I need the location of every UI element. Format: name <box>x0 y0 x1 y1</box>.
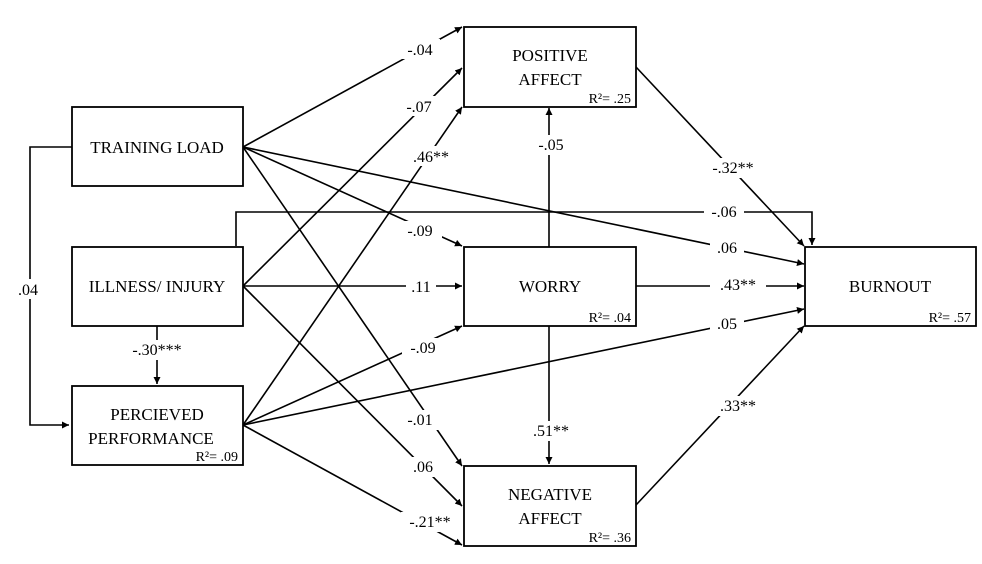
path-illness-to-burnout <box>235 211 816 246</box>
node-label: ILLNESS/ INJURY <box>89 277 225 296</box>
r-squared: R²= .09 <box>196 450 238 465</box>
node-label: BURNOUT <box>849 277 932 296</box>
node-illness-injury: ILLNESS/ INJURY <box>71 246 244 327</box>
coef-training-load-perceived-performance: .04 <box>18 282 38 299</box>
node-label-line-1: POSITIVE <box>512 46 588 65</box>
node-perceived-performance: PERCIEVED PERFORMANCE R²= .09 <box>71 385 244 466</box>
coefficients-layer: .04 -.30*** -.04 -.07 .46** -.09 .11 -.0… <box>14 39 766 532</box>
coef-perceived-performance-positive-affect: .46** <box>413 149 449 166</box>
r-squared: R²= .25 <box>589 92 631 107</box>
node-label-line-2: PERFORMANCE <box>88 429 214 448</box>
coef-perceived-performance-negative-affect: -.21** <box>409 514 450 531</box>
coef-worry-burnout: .43** <box>720 277 756 294</box>
coef-illness-worry: .11 <box>411 279 430 296</box>
coef-training-load-burnout: .06 <box>717 240 737 257</box>
path-positive-affect-to-burnout <box>635 66 805 247</box>
node-label-line-2: AFFECT <box>518 509 582 528</box>
coef-negative-affect-burnout: .33** <box>720 398 756 415</box>
node-training-load: TRAINING LOAD <box>71 106 244 187</box>
node-label-line-1: NEGATIVE <box>508 485 592 504</box>
coef-illness-perceived-performance: -.30*** <box>132 342 181 359</box>
r-squared: R²= .04 <box>589 311 631 326</box>
coef-illness-positive-affect: -.07 <box>406 99 431 116</box>
coef-positive-affect-burnout: -.32** <box>712 160 753 177</box>
coef-worry-positive-affect: -.05 <box>538 137 563 154</box>
coef-worry-negative-affect: .51** <box>533 423 569 440</box>
node-label: WORRY <box>519 277 581 296</box>
node-label-line-2: AFFECT <box>518 70 582 89</box>
node-worry: WORRY R²= .04 <box>463 246 637 327</box>
node-label: TRAINING LOAD <box>90 138 224 157</box>
r-squared: R²= .57 <box>929 311 971 326</box>
node-label-line-1: PERCIEVED <box>110 405 204 424</box>
coef-perceived-performance-worry: -.09 <box>410 340 435 357</box>
paths-layer <box>29 26 816 546</box>
coef-illness-burnout: -.06 <box>711 204 736 221</box>
coef-illness-negative-affect: .06 <box>413 459 433 476</box>
nodes-layer: TRAINING LOAD ILLNESS/ INJURY PERCIEVED … <box>71 26 977 547</box>
node-positive-affect: POSITIVE AFFECT R²= .25 <box>463 26 637 108</box>
coef-training-load-positive-affect: -.04 <box>407 42 432 59</box>
node-burnout: BURNOUT R²= .57 <box>804 246 977 327</box>
node-negative-affect: NEGATIVE AFFECT R²= .36 <box>463 465 637 547</box>
coef-training-load-negative-affect: -.01 <box>407 412 432 429</box>
coef-training-load-worry: -.09 <box>407 223 432 240</box>
coef-perceived-performance-burnout: .05 <box>717 316 737 333</box>
r-squared: R²= .36 <box>589 531 631 546</box>
